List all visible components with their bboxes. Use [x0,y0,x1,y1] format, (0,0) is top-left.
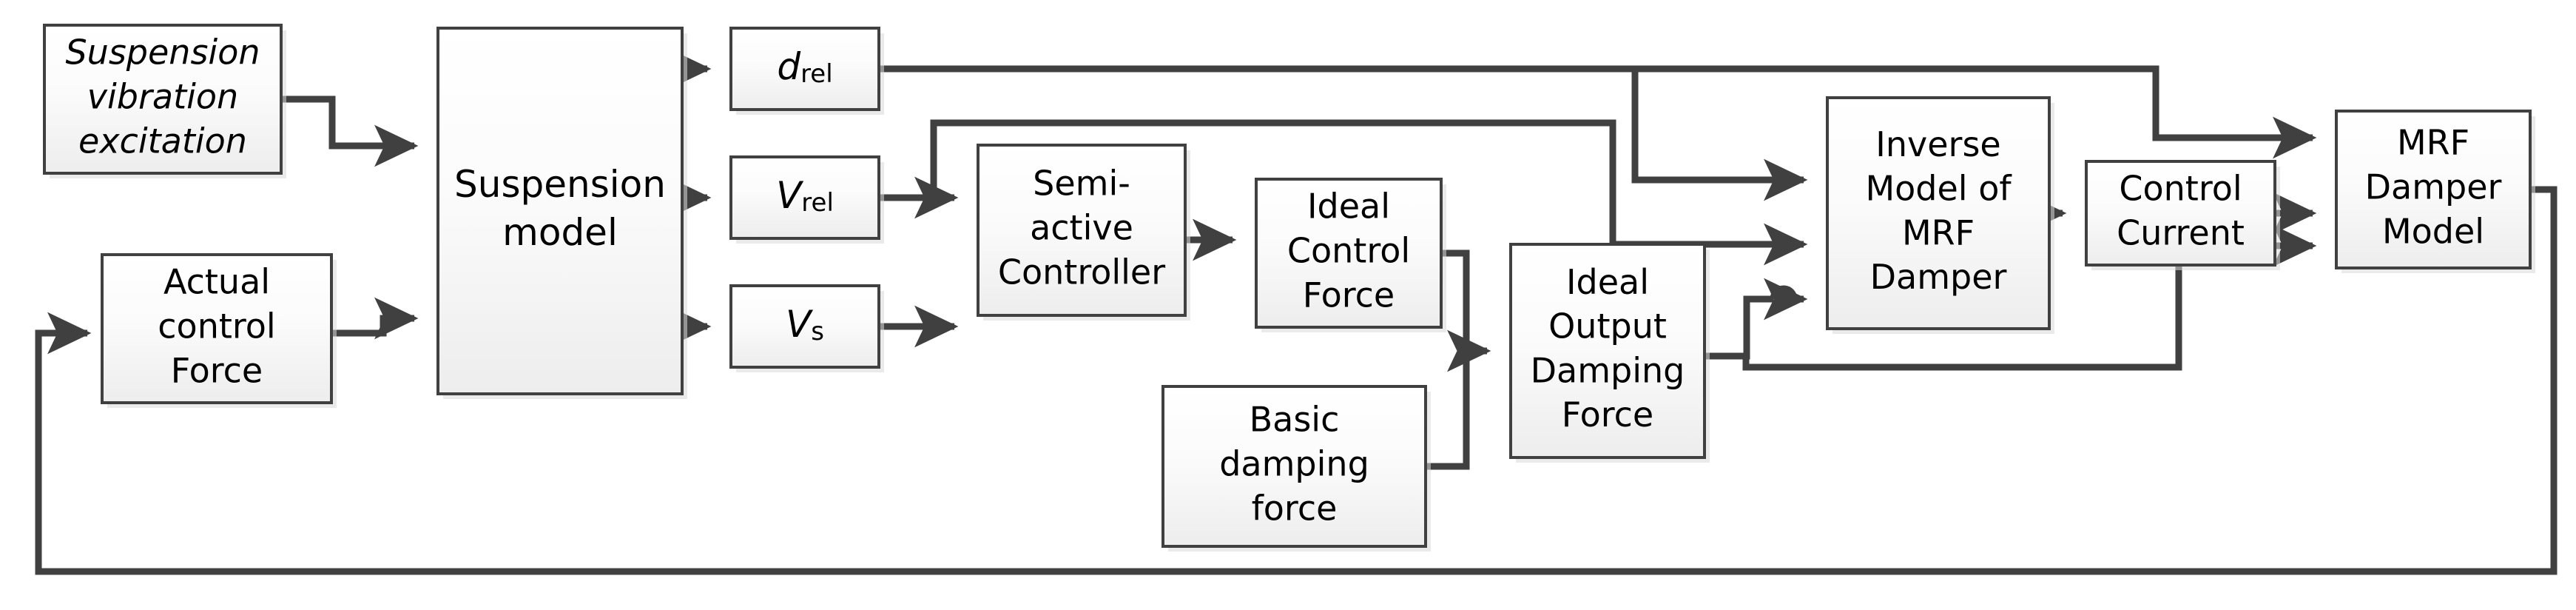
block-label-line: force [1252,488,1338,528]
block-outline [977,144,1187,317]
block-v_rel[interactable]: Vrel [729,155,884,244]
wire-drel-to-mrf-model [1635,65,2317,159]
block-v_s[interactable]: Vs [729,284,884,372]
block-label-line: vibration [87,77,238,117]
signal-subscript: rel [801,188,834,218]
block-label-line: Force [1562,395,1653,435]
block-label-line: Damping [1531,350,1685,390]
block-label-line: Semi- [1033,164,1130,204]
signal-symbol: d [777,45,800,88]
signal-label-text: drel [777,45,832,89]
block-outline [2085,160,2276,267]
block-label-line: Actual [163,262,270,302]
signal-label-text: Vrel [776,174,834,218]
block-label-line: Ideal [1307,187,1390,227]
block-label-line: Force [171,350,263,390]
wire-excitation-to-model [281,95,419,167]
block-outline [101,253,333,404]
block-label-line: Force [1303,275,1395,315]
wire-drel-down-to-inverse [1631,69,1808,201]
block-outline [1509,243,1706,459]
block-d_rel[interactable]: drel [729,27,884,115]
block-label-line: Output [1548,306,1667,346]
block-outline [729,284,880,369]
block-label-line: Damper [2365,167,2502,207]
block-label-line: active [1030,208,1133,248]
wire-basic-damping-to-junction [1426,351,1470,470]
signal-label-text: Vs [786,303,824,346]
signal-symbol: V [776,174,804,217]
block-label-line: Model of [1865,169,2012,209]
wire-actual-force-to-model [331,297,419,340]
block-label-line: Inverse [1875,124,2000,164]
wire-hop-arc [1770,285,1798,300]
block-label-line: damping [1219,444,1369,484]
block-outline [436,27,684,395]
wire-ideal-force-to-junction [1441,249,1470,351]
block-label-line: Basic [1250,400,1340,440]
block-outline [2335,110,2532,269]
signal-symbol: V [786,303,814,346]
block-label-line: Control [1287,231,1410,271]
block-susp_model[interactable]: Suspension model [436,27,687,399]
block-label-line: Ideal [1566,262,1649,302]
wire-mrf-model-feedback [35,186,2558,575]
wire-ideal-output-to-inverse-model [1705,295,1773,360]
signal-subscript: rel [800,59,833,89]
block-label-line: Damper [1870,257,2007,297]
block-label-line: MRF [1902,212,1975,252]
block-label-line: excitation [78,121,247,161]
block-label-line: Suspension [65,33,260,73]
block-label-line: Suspension [454,163,666,206]
signal-subscript: s [811,317,824,346]
block-layer: SuspensionvibrationexcitationActualcontr… [43,24,2535,552]
block-label-line: Model [2382,211,2484,251]
block-outline [1161,385,1427,548]
block-label-line: model [502,211,618,254]
block-outline [43,24,283,175]
block-label-line: Current [2117,212,2245,252]
block-outline [729,27,880,111]
block-label-line: control [158,306,275,346]
block-outline [1255,178,1443,329]
block-label-line: Control [2119,169,2242,209]
block-outline [1826,96,2051,330]
block-outline [729,155,880,240]
block-label-line: MRF [2397,123,2469,163]
block-label-line: Controller [998,252,1165,292]
